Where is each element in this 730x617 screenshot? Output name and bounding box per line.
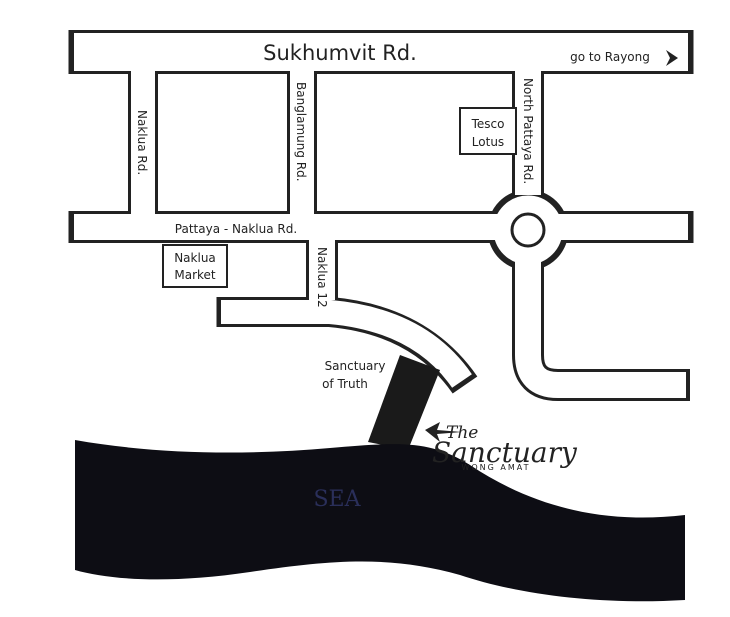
road-network (68, 30, 694, 401)
pier (368, 355, 440, 450)
tesco-label-2: Lotus (472, 135, 504, 149)
banglamung-rd-label: Banglamung Rd. (294, 82, 308, 182)
logo-sub: WONG AMAT (461, 463, 530, 472)
naklua-market-label-1: Naklua (174, 251, 216, 265)
naklua-rd-label: Naklua Rd. (135, 110, 149, 175)
sanctuary-of-truth-label-1: Sanctuary (325, 359, 386, 373)
sukhumvit-label: Sukhumvit Rd. (263, 41, 417, 65)
pointer-arrow-icon (425, 422, 462, 442)
north-pattaya-rd-label: North Pattaya Rd. (521, 78, 535, 184)
naklua-market-label-2: Market (174, 268, 216, 282)
arrow-right-icon (666, 50, 678, 66)
the-sanctuary-logo: The Sanctuary WONG AMAT (432, 423, 578, 472)
naklua-market-box (162, 244, 228, 288)
sea-label: SEA (313, 487, 361, 512)
go-to-rayong-label: go to Rayong (570, 50, 650, 64)
sea (75, 440, 685, 602)
pattaya-naklua-rd-label: Pattaya - Naklua Rd. (175, 222, 297, 236)
tesco-label-1: Tesco (471, 117, 505, 131)
logo-the: The (446, 423, 478, 443)
sanctuary-of-truth-label-2: of Truth (322, 377, 368, 391)
tesco-box (459, 107, 517, 155)
naklua-12-label: Naklua 12 (315, 247, 329, 308)
logo-name: Sanctuary (432, 436, 578, 469)
